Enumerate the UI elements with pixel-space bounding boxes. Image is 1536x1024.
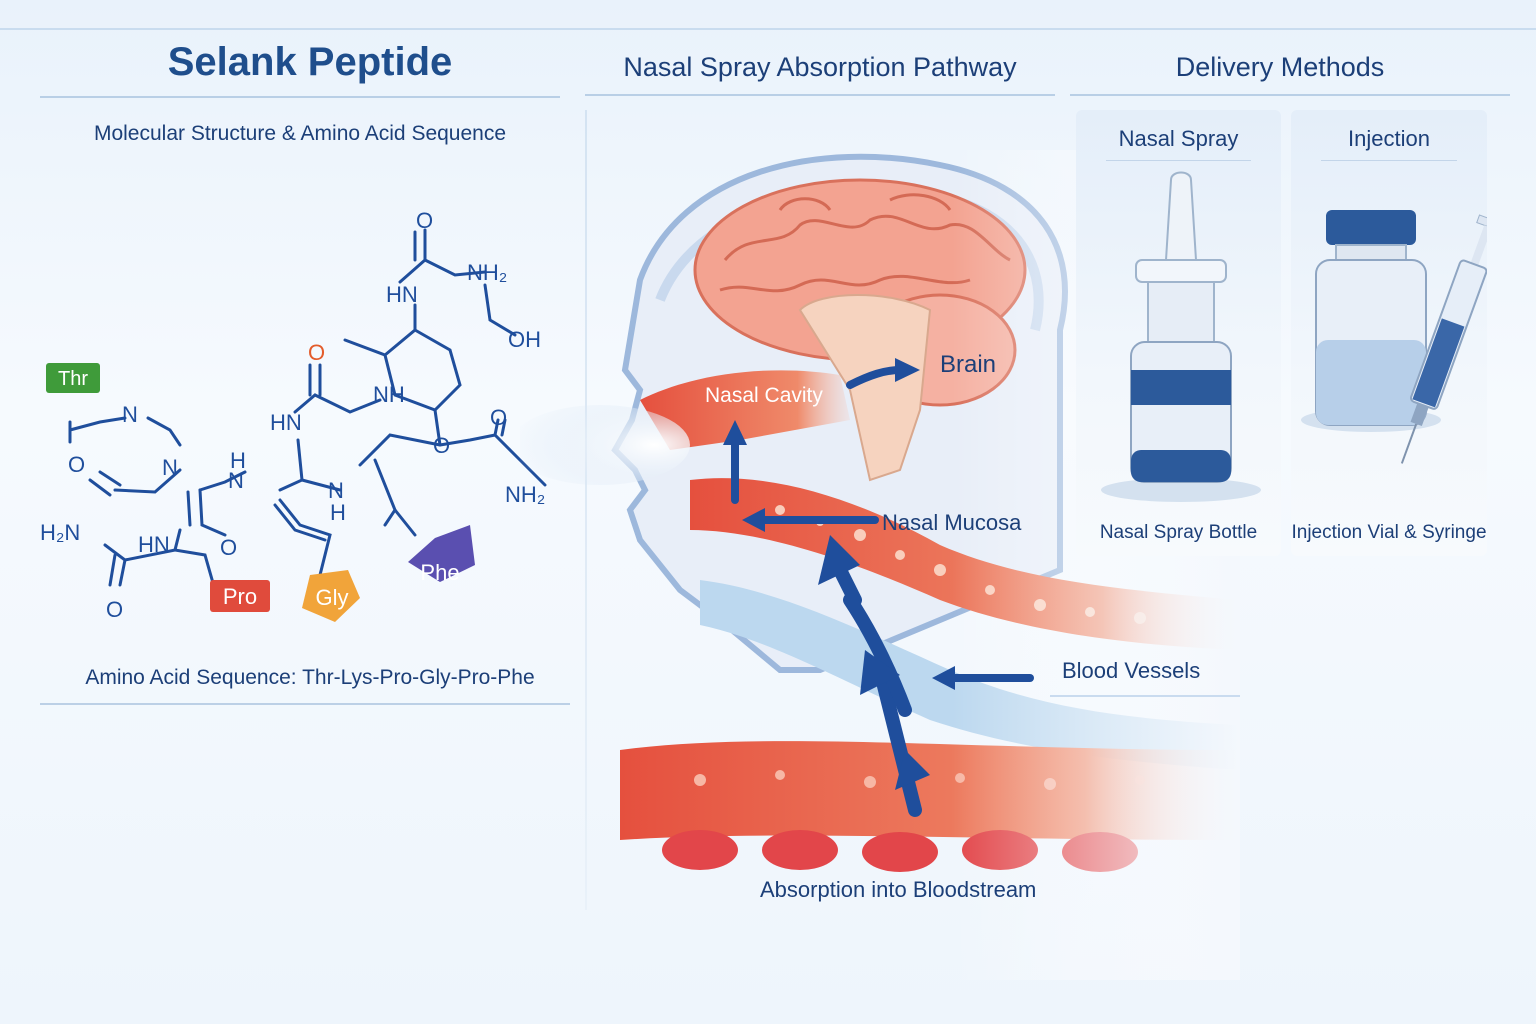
top-border [0, 28, 1536, 30]
card-title-nasal-spray: Nasal Spray [1118, 126, 1239, 151]
atom-o-ring: O [433, 433, 450, 458]
title-divider [40, 96, 560, 98]
label-nasal-mucosa: Nasal Mucosa [882, 510, 1022, 535]
label-blood-vessels: Blood Vessels [1062, 658, 1200, 683]
atom-hn-top: HN [386, 282, 418, 307]
molecular-structure-diagram: Thr Pro Gly Phe O NH₂ HN OH O NH HN O O … [40, 208, 547, 622]
residue-tag-thr: Thr [58, 368, 88, 390]
sequence-caption: Amino Acid Sequence: Thr-Lys-Pro-Gly-Pro… [85, 666, 535, 689]
atom-n-left: N [122, 402, 138, 427]
delivery-heading: Delivery Methods [1175, 52, 1385, 82]
pathway-heading-divider [585, 94, 1055, 96]
pathway-heading: Nasal Spray Absorption Pathway [623, 52, 1017, 82]
label-nasal-cavity: Nasal Cavity [705, 384, 823, 407]
label-brain: Brain [940, 351, 996, 378]
card-divider [1321, 160, 1457, 161]
label-bloodstream: Absorption into Bloodstream [760, 877, 1036, 902]
residue-tag-phe: Phe [420, 560, 459, 585]
atom-o-left: O [68, 452, 85, 477]
atom-o-bottom-right: O [220, 535, 237, 560]
sequence-divider [40, 703, 570, 705]
nasal-spray-bottle-icon [1101, 171, 1261, 502]
molecular-subtitle: Molecular Structure & Amino Acid Sequenc… [93, 122, 507, 145]
card-divider [1106, 160, 1251, 161]
page-title: Selank Peptide [167, 40, 453, 84]
residue-tag-gly: Gly [316, 585, 349, 610]
atom-n-upper: N [228, 468, 244, 493]
card-caption-nasal-spray: Nasal Spray Bottle [1099, 522, 1258, 543]
atom-n-lower: N [328, 478, 344, 503]
card-injection: Injection Injection Vial & Syringe [1291, 110, 1487, 556]
atom-nh-ring: NH [373, 382, 405, 407]
atom-hn-bottom: HN [138, 532, 170, 557]
card-caption-injection: Injection Vial & Syringe [1291, 522, 1487, 543]
residue-tag-pro: Pro [223, 584, 257, 609]
delivery-heading-divider [1070, 94, 1510, 96]
atom-nh2-top: NH₂ [467, 260, 507, 285]
atom-h-lower: H [330, 500, 346, 525]
atom-h-upper: H [230, 448, 246, 473]
atom-n-center: N [162, 455, 178, 480]
atom-o-top: O [416, 208, 433, 233]
card-title-injection: Injection [1348, 126, 1430, 151]
atom-h2n: H₂N [40, 520, 80, 545]
atom-o-orange: O [308, 340, 325, 365]
atom-hn-mid: HN [270, 410, 302, 435]
injection-vial-syringe-icon [1301, 210, 1487, 464]
atom-o-bottom: O [106, 597, 123, 622]
card-nasal-spray: Nasal Spray Nasal Spray Bottle [1076, 110, 1281, 556]
atom-o-right: O [490, 405, 507, 430]
